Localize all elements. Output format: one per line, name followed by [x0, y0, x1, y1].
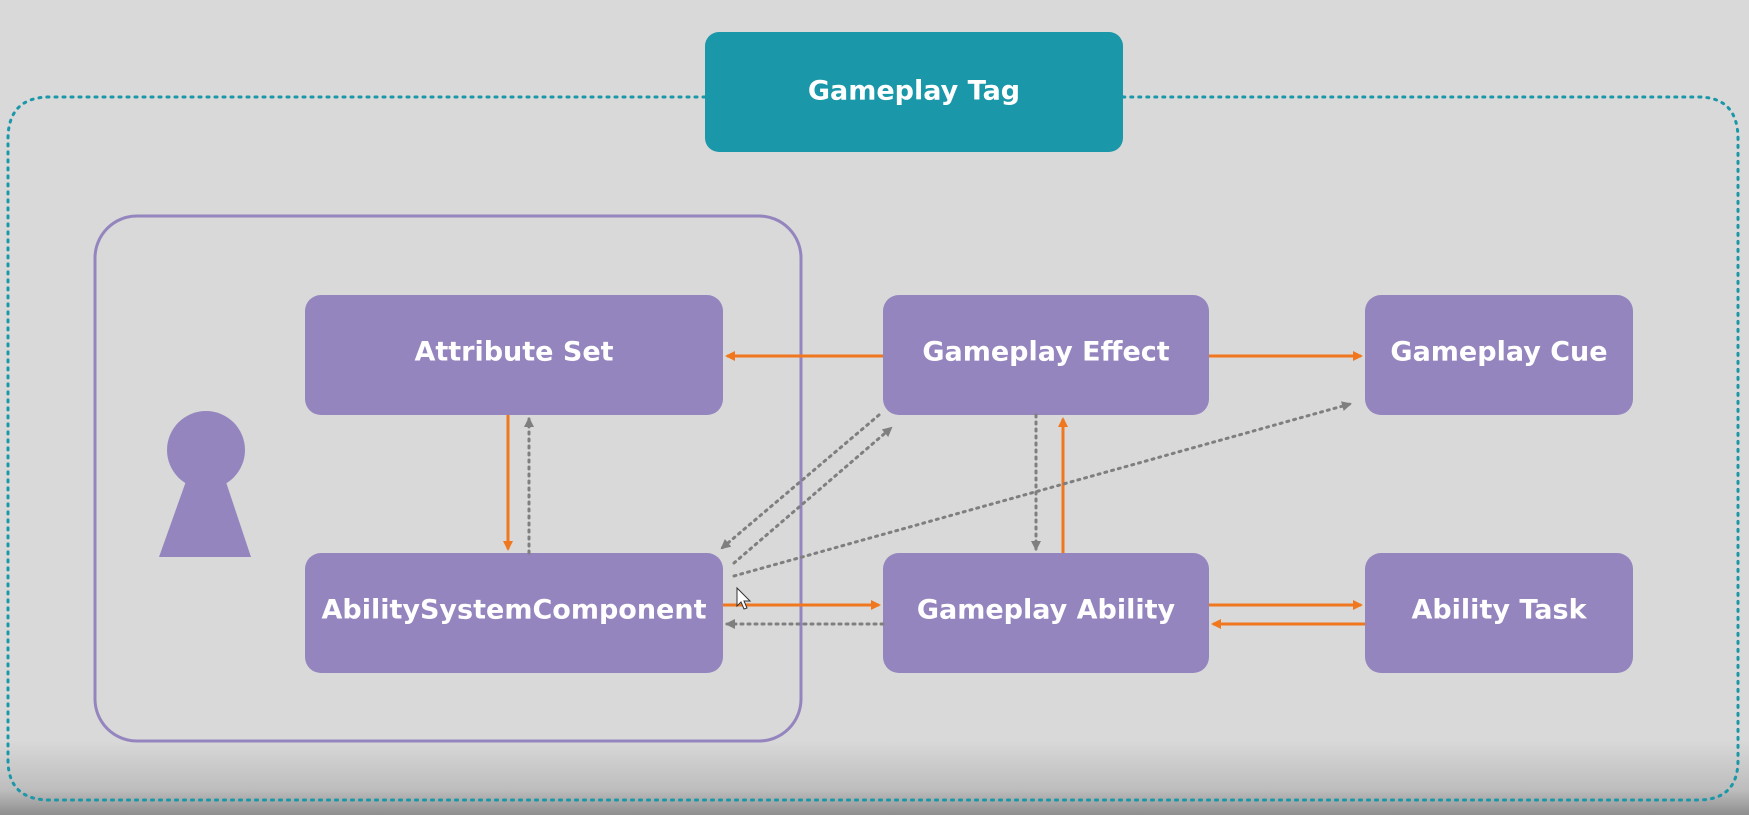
gameplay-tag-scope-boundary: [6, 95, 1740, 802]
gameplay-tag-label: Gameplay Tag: [808, 76, 1020, 107]
gameplay-cue-label: Gameplay Cue: [1390, 337, 1607, 368]
gameplay-effect-label: Gameplay Effect: [922, 337, 1169, 368]
ability-system-component-node[interactable]: AbilitySystemComponent: [305, 553, 723, 673]
gameplay-ability-label: Gameplay Ability: [917, 595, 1176, 626]
gameplay-tag-node[interactable]: Gameplay Tag: [705, 32, 1123, 152]
ability-system-component-label: AbilitySystemComponent: [321, 595, 706, 626]
attribute-set-label: Attribute Set: [414, 337, 613, 368]
actor-container: [93, 214, 803, 743]
mouse-cursor-icon: [736, 586, 752, 610]
person-icon: [159, 411, 251, 557]
ability-task-label: Ability Task: [1411, 595, 1587, 626]
attribute-set-node[interactable]: Attribute Set: [305, 295, 723, 415]
gameplay-cue-node[interactable]: Gameplay Cue: [1365, 295, 1633, 415]
edge-asc-to-cue: [732, 401, 1352, 578]
gameplay-effect-node[interactable]: Gameplay Effect: [883, 295, 1209, 415]
gameplay-ability-node[interactable]: Gameplay Ability: [883, 553, 1209, 673]
edge-asc-to-effect: [732, 426, 893, 565]
edge-effect-to-asc: [720, 413, 881, 550]
ability-task-node[interactable]: Ability Task: [1365, 553, 1633, 673]
